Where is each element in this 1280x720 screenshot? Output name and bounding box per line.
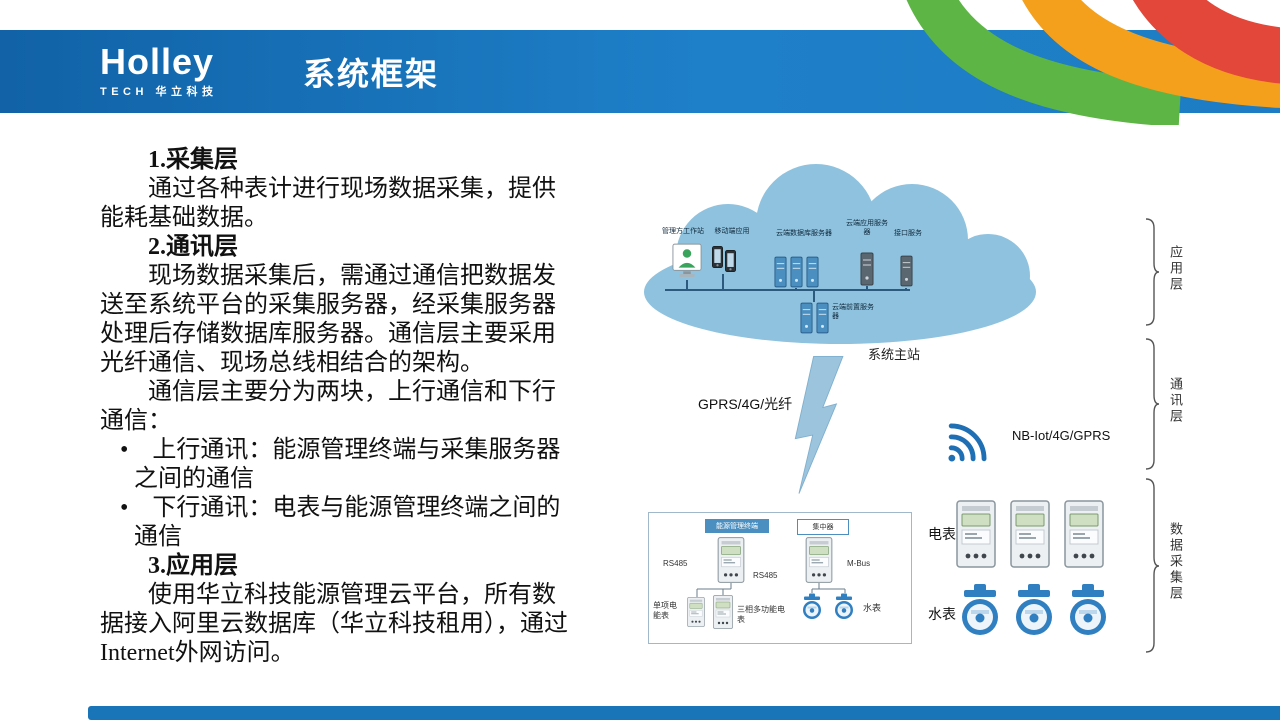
communication-layer-label: 通讯层 [1168,377,1183,425]
rs485-label: RS485 [753,571,778,580]
water-meter-icon [1066,584,1110,638]
workstation-label: 管理方工作站 [662,228,704,235]
three-phase-meter-label: 三相多功能电表 [737,605,785,624]
water-meter-icon [958,584,1002,638]
electric-meter-icon [956,500,996,568]
bottom-accent-bar [88,706,1280,720]
cloud-db-server-label: 云端数据库服务器 [776,230,832,237]
three-phase-meter-icon [711,595,735,629]
page-title: 系统框架 [303,55,440,92]
swoosh-orange [1022,0,1280,108]
cloud-bus-line [665,289,910,291]
interface-service-label: 接口服务 [894,230,922,237]
cloud-app-server-label: 云端应用服务器 [846,220,888,236]
logo-sub-text: TECH 华立科技 [100,86,218,98]
server-icon [800,302,813,334]
bus-stub [905,288,907,290]
logo-brand-text: Holley [100,41,215,82]
single-phase-meter-icon [685,597,707,627]
corner-swoosh-decoration [906,0,1280,125]
energy-terminal-icon [711,537,751,583]
data-collection-layer-label: 数据采集层 [1168,522,1183,602]
swoosh-red [1133,0,1280,84]
application-layer-brace [1145,218,1160,326]
electric-meter-icon [1064,500,1104,568]
server-icon [806,256,819,288]
energy-terminal-tag: 能源管理终端 [705,519,769,533]
wireless-medium-label: NB-Iot/4G/GPRS [1012,428,1111,443]
lightning-bolt-icon [794,355,844,494]
section-3-paragraph: 使用华立科技能源管理云平台，所有数据接入阿里云数据库（华立科技租用），通过Int… [100,582,568,666]
server-icon [774,256,787,288]
terminal-connector-lines [696,583,846,597]
section-2-paragraph-2: 通信层主要分为两块，上行通信和下行通信： [100,379,556,434]
main-station-label: 系统主站 [868,347,921,362]
box-water-label: 水表 [863,603,882,613]
holley-logo: Holley TECH 华立科技 [100,44,275,99]
section-2-paragraph-1: 现场数据采集后，需通过通信把数据发送至系统平台的采集服务器，经采集服务器处理后存… [100,263,556,376]
bus-stub [866,286,868,290]
collector-icon [799,537,839,583]
application-layer-label: 应用层 [1168,245,1183,293]
section-2-heading: 2.通讯层 [148,234,238,260]
workstation-icon [672,242,702,280]
bullet-uplink: • 上行通讯：能源管理终端与采集服务器之间的通信 [120,437,561,492]
field-terminal-box: 能源管理终端 集中器 RS485 RS485 M-Bus 单项电能表 三相多功能… [648,512,912,644]
section-1-paragraph: 通过各种表计进行现场数据采集，提供能耗基础数据。 [100,176,556,231]
server-icon [816,302,829,334]
front-server-label: 云端前置服务器 [832,304,874,320]
electric-meter-icon [1010,500,1050,568]
section-1-heading: 1.采集层 [148,147,238,173]
bus-stub [813,291,815,302]
architecture-diagram: 管理方工作站 移动端应用 云端数据库服务器 云端应用服务器 接口服务 云端前置服… [620,140,1220,705]
rs485-label: RS485 [663,559,688,568]
uplink-medium-label: GPRS/4G/光纤 [698,396,793,412]
server-icon [860,252,874,286]
phone-icon [725,250,736,272]
server-icon [790,256,803,288]
data-collection-layer-brace [1145,478,1160,653]
water-meter-row-label: 水表 [928,606,956,622]
electric-meter-row-label: 电表 [928,526,956,542]
water-meter-icon [801,593,823,621]
mbus-label: M-Bus [847,559,871,568]
swoosh-green [906,0,1182,125]
section-3-heading: 3.应用层 [148,553,238,579]
body-text: 1.采集层 通过各种表计进行现场数据采集，提供能耗基础数据。 2.通讯层 现场数… [100,146,578,668]
bus-stub [722,274,724,290]
bus-stub [686,280,688,290]
bullet-downlink: • 下行通讯：电表与能源管理终端之间的通信 [120,495,561,550]
server-icon [900,254,913,288]
single-phase-meter-label: 单项电能表 [653,601,677,620]
communication-layer-brace [1145,338,1160,470]
phone-icon [712,246,723,268]
water-meter-icon [1012,584,1056,638]
wifi-icon [948,423,987,462]
water-meter-icon [833,593,855,621]
collector-tag: 集中器 [797,519,849,535]
mobile-app-label: 移动端应用 [714,228,750,235]
bus-stub [795,288,797,290]
